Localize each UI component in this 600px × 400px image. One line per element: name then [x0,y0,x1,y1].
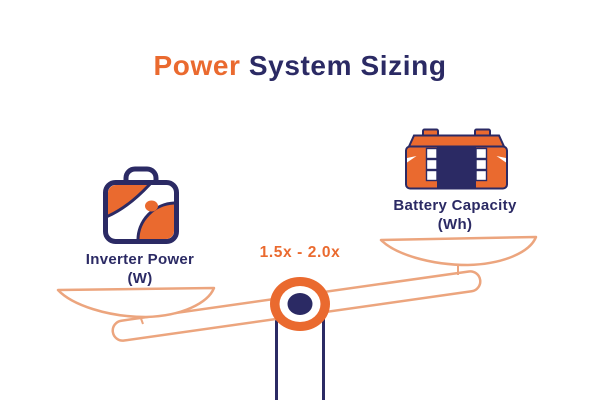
inverter-label-name: Inverter Power [85,251,195,268]
ratio-label: 1.5x - 2.0x [259,244,341,261]
title-rest: System Sizing [248,50,447,81]
inverter-label: Inverter Power (W) [40,250,240,288]
page-title: Power System Sizing [0,50,600,82]
inverter-icon [103,166,179,244]
battery-level-segments [425,147,488,182]
battery-label-name: Battery Capacity [393,197,517,214]
left-pan [56,286,216,325]
title-highlight: Power [153,50,241,81]
inverter-label-unit: (W) [127,270,153,287]
battery-label-unit: (Wh) [437,216,473,233]
battery-icon [405,128,508,190]
battery-label: Battery Capacity (Wh) [345,196,565,234]
right-pan [379,235,538,275]
stand-post [275,308,325,400]
pivot [270,277,330,331]
